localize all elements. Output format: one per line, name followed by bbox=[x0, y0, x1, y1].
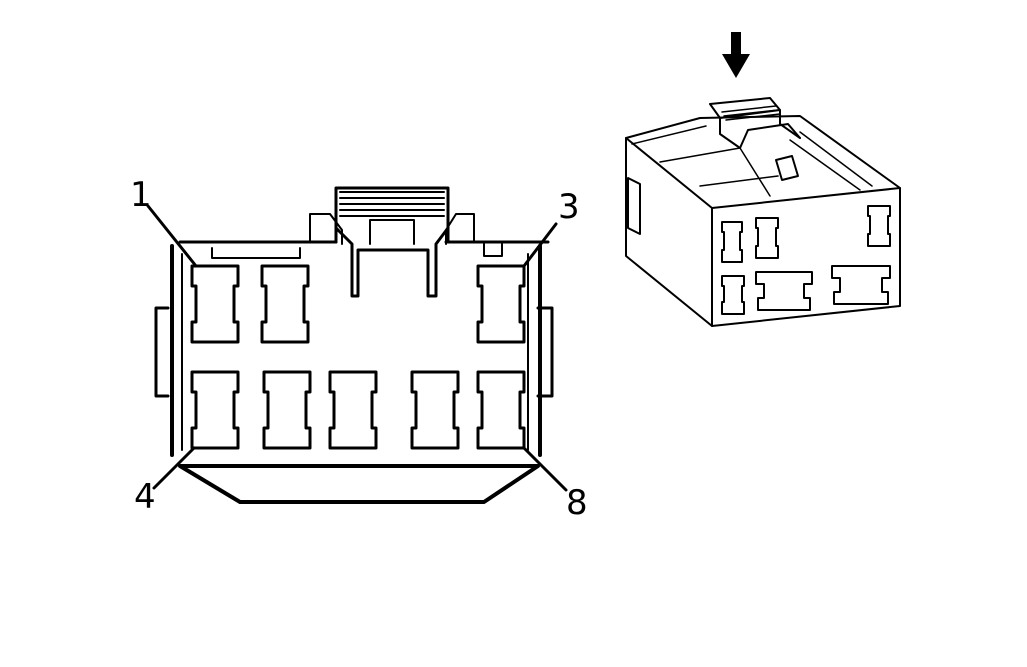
cavity-row-bottom bbox=[190, 370, 526, 450]
connector-iso-view bbox=[625, 32, 901, 327]
leader-line-1 bbox=[146, 204, 198, 268]
iso-side-latch bbox=[627, 177, 641, 235]
iso-cavity-row-bottom bbox=[721, 265, 891, 315]
cavity bbox=[190, 370, 240, 450]
connector-face-view: 1 3 4 8 bbox=[130, 175, 588, 523]
leader-line-3 bbox=[522, 222, 558, 268]
iso-left-face-edge bbox=[625, 137, 713, 209]
iso-body-outline bbox=[625, 115, 901, 327]
cavity bbox=[190, 264, 240, 344]
iso-lock-tab bbox=[709, 97, 801, 181]
cavity bbox=[262, 370, 312, 450]
cavity bbox=[476, 370, 526, 450]
iso-cavity-row-top bbox=[721, 205, 891, 263]
housing-top-inner bbox=[211, 243, 503, 259]
cavity bbox=[410, 370, 460, 450]
cavity bbox=[476, 264, 526, 344]
cavity bbox=[260, 264, 310, 344]
left-ear bbox=[154, 306, 170, 398]
pin-label-4: 4 bbox=[134, 477, 156, 517]
leader-line-8 bbox=[522, 446, 568, 492]
cavity bbox=[328, 370, 378, 450]
iso-front-face-top bbox=[711, 187, 901, 209]
pin-label-8: 8 bbox=[566, 483, 588, 523]
locking-tab bbox=[309, 186, 475, 298]
pin-label-3: 3 bbox=[558, 187, 580, 227]
right-ear bbox=[536, 306, 554, 398]
down-arrow-icon bbox=[722, 32, 750, 78]
iso-top-ridge bbox=[631, 125, 873, 197]
leader-line-4 bbox=[152, 446, 196, 490]
housing-bottom-skirt bbox=[178, 464, 540, 504]
pin-label-1: 1 bbox=[130, 175, 152, 215]
cavity-row-top bbox=[190, 264, 526, 344]
